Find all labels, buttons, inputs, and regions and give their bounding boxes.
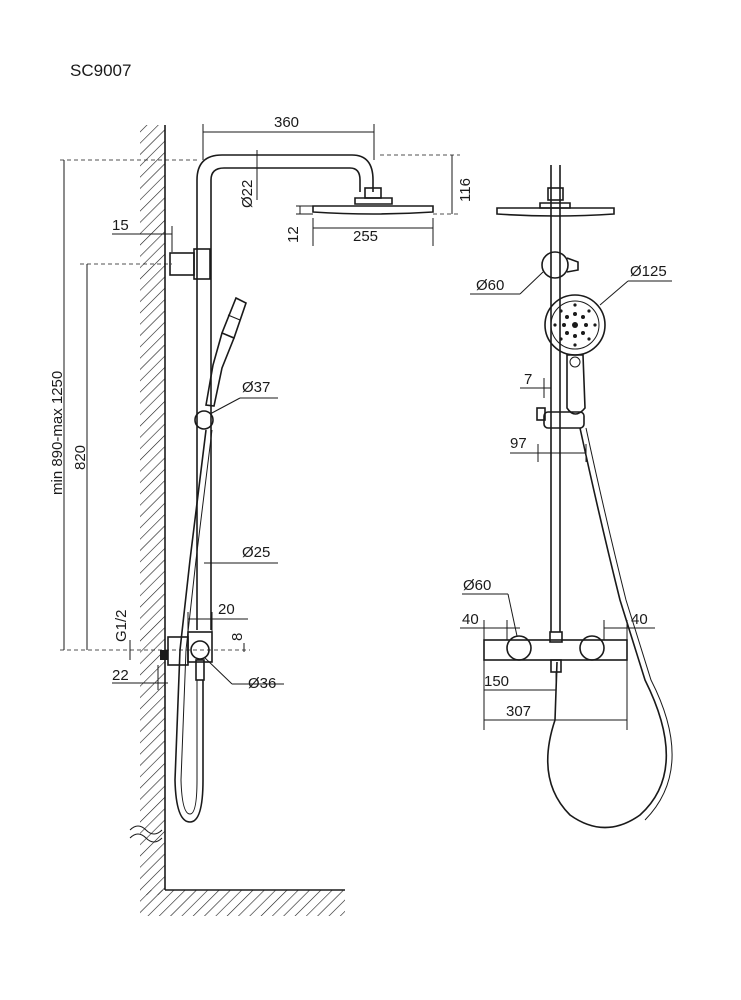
wall-hatch [140, 125, 165, 895]
side-view: 360 Ø22 116 12 255 15 min 890-max 1250 8… [49, 114, 474, 916]
hose-inner [180, 429, 213, 815]
dim-outlet-center: 150 [484, 673, 509, 690]
front-head-neck [539, 202, 571, 209]
dim-arm-tube-dia: Ø22 [239, 180, 256, 208]
floor-hatch [140, 890, 345, 916]
front-head-connector [547, 187, 564, 201]
front-mixer-bar [483, 639, 628, 661]
dim-bracket-offset: 15 [112, 217, 129, 234]
hose-outer [174, 429, 207, 823]
dim-slider-dia: Ø37 [242, 379, 270, 396]
dim-valve-offset: 20 [218, 601, 235, 618]
front-handle-button [569, 356, 581, 368]
dim-slider-gap: 7 [524, 371, 532, 388]
front-hose-inner [585, 427, 673, 821]
dim-hose-offset: 97 [510, 435, 527, 452]
front-hand-shower-rim [550, 300, 600, 350]
spray-nozzles [553, 303, 597, 347]
hand-shower-handle [205, 332, 235, 407]
shower-arm-inner [210, 167, 361, 192]
mixer-wall-mount [167, 636, 189, 666]
dim-outlet-dia: Ø36 [248, 675, 276, 692]
front-view: Ø60 Ø125 7 97 Ø60 40 40 150 [460, 165, 673, 829]
dim-inlet-thread: G1/2 [113, 609, 130, 642]
front-slider-knob [536, 407, 546, 421]
dim-knob-left-edge: 40 [462, 611, 479, 628]
dim-wall-gap: 22 [112, 667, 129, 684]
dim-outlet-offset: 8 [229, 633, 246, 641]
dim-head-width: 255 [353, 228, 378, 245]
dim-head-thickness: 12 [285, 226, 302, 243]
model-title: SC9007 [70, 61, 131, 80]
outlet-spout [195, 659, 205, 681]
mixer-body-side [187, 631, 213, 663]
wall-bracket [169, 252, 195, 276]
dim-knob-right-edge: 40 [631, 611, 648, 628]
dim-overhead-dia: Ø60 [476, 277, 504, 294]
front-bracket-screw [566, 257, 579, 273]
dim-knob-dia: Ø60 [463, 577, 491, 594]
dim-handshower-dia: Ø125 [630, 263, 667, 280]
front-overhead-head [496, 207, 615, 217]
hand-shower-detail [227, 314, 241, 321]
wall-break-mark [129, 825, 163, 843]
bracket-clamp [193, 248, 211, 280]
dim-mixer-length: 307 [506, 703, 531, 720]
dim-height-range: min 890-max 1250 [49, 371, 66, 495]
front-wall-bracket [541, 251, 569, 279]
inlet-nut [160, 650, 168, 660]
front-hose-outer [546, 427, 668, 829]
front-right-knob [579, 635, 605, 661]
dim-arm-length: 360 [274, 114, 299, 131]
front-hand-shower-handle [566, 354, 586, 415]
head-neck [354, 197, 393, 205]
dim-bracket-height: 820 [72, 445, 89, 470]
front-slider [543, 411, 585, 429]
front-mixer-top-outlet [549, 631, 563, 643]
slider-ring [194, 410, 214, 430]
shower-arm-outer [196, 154, 374, 192]
overhead-shower-head [312, 205, 434, 215]
front-left-knob [506, 635, 532, 661]
dim-riser-dia: Ø25 [242, 544, 270, 561]
dim-head-height: 116 [457, 178, 474, 202]
